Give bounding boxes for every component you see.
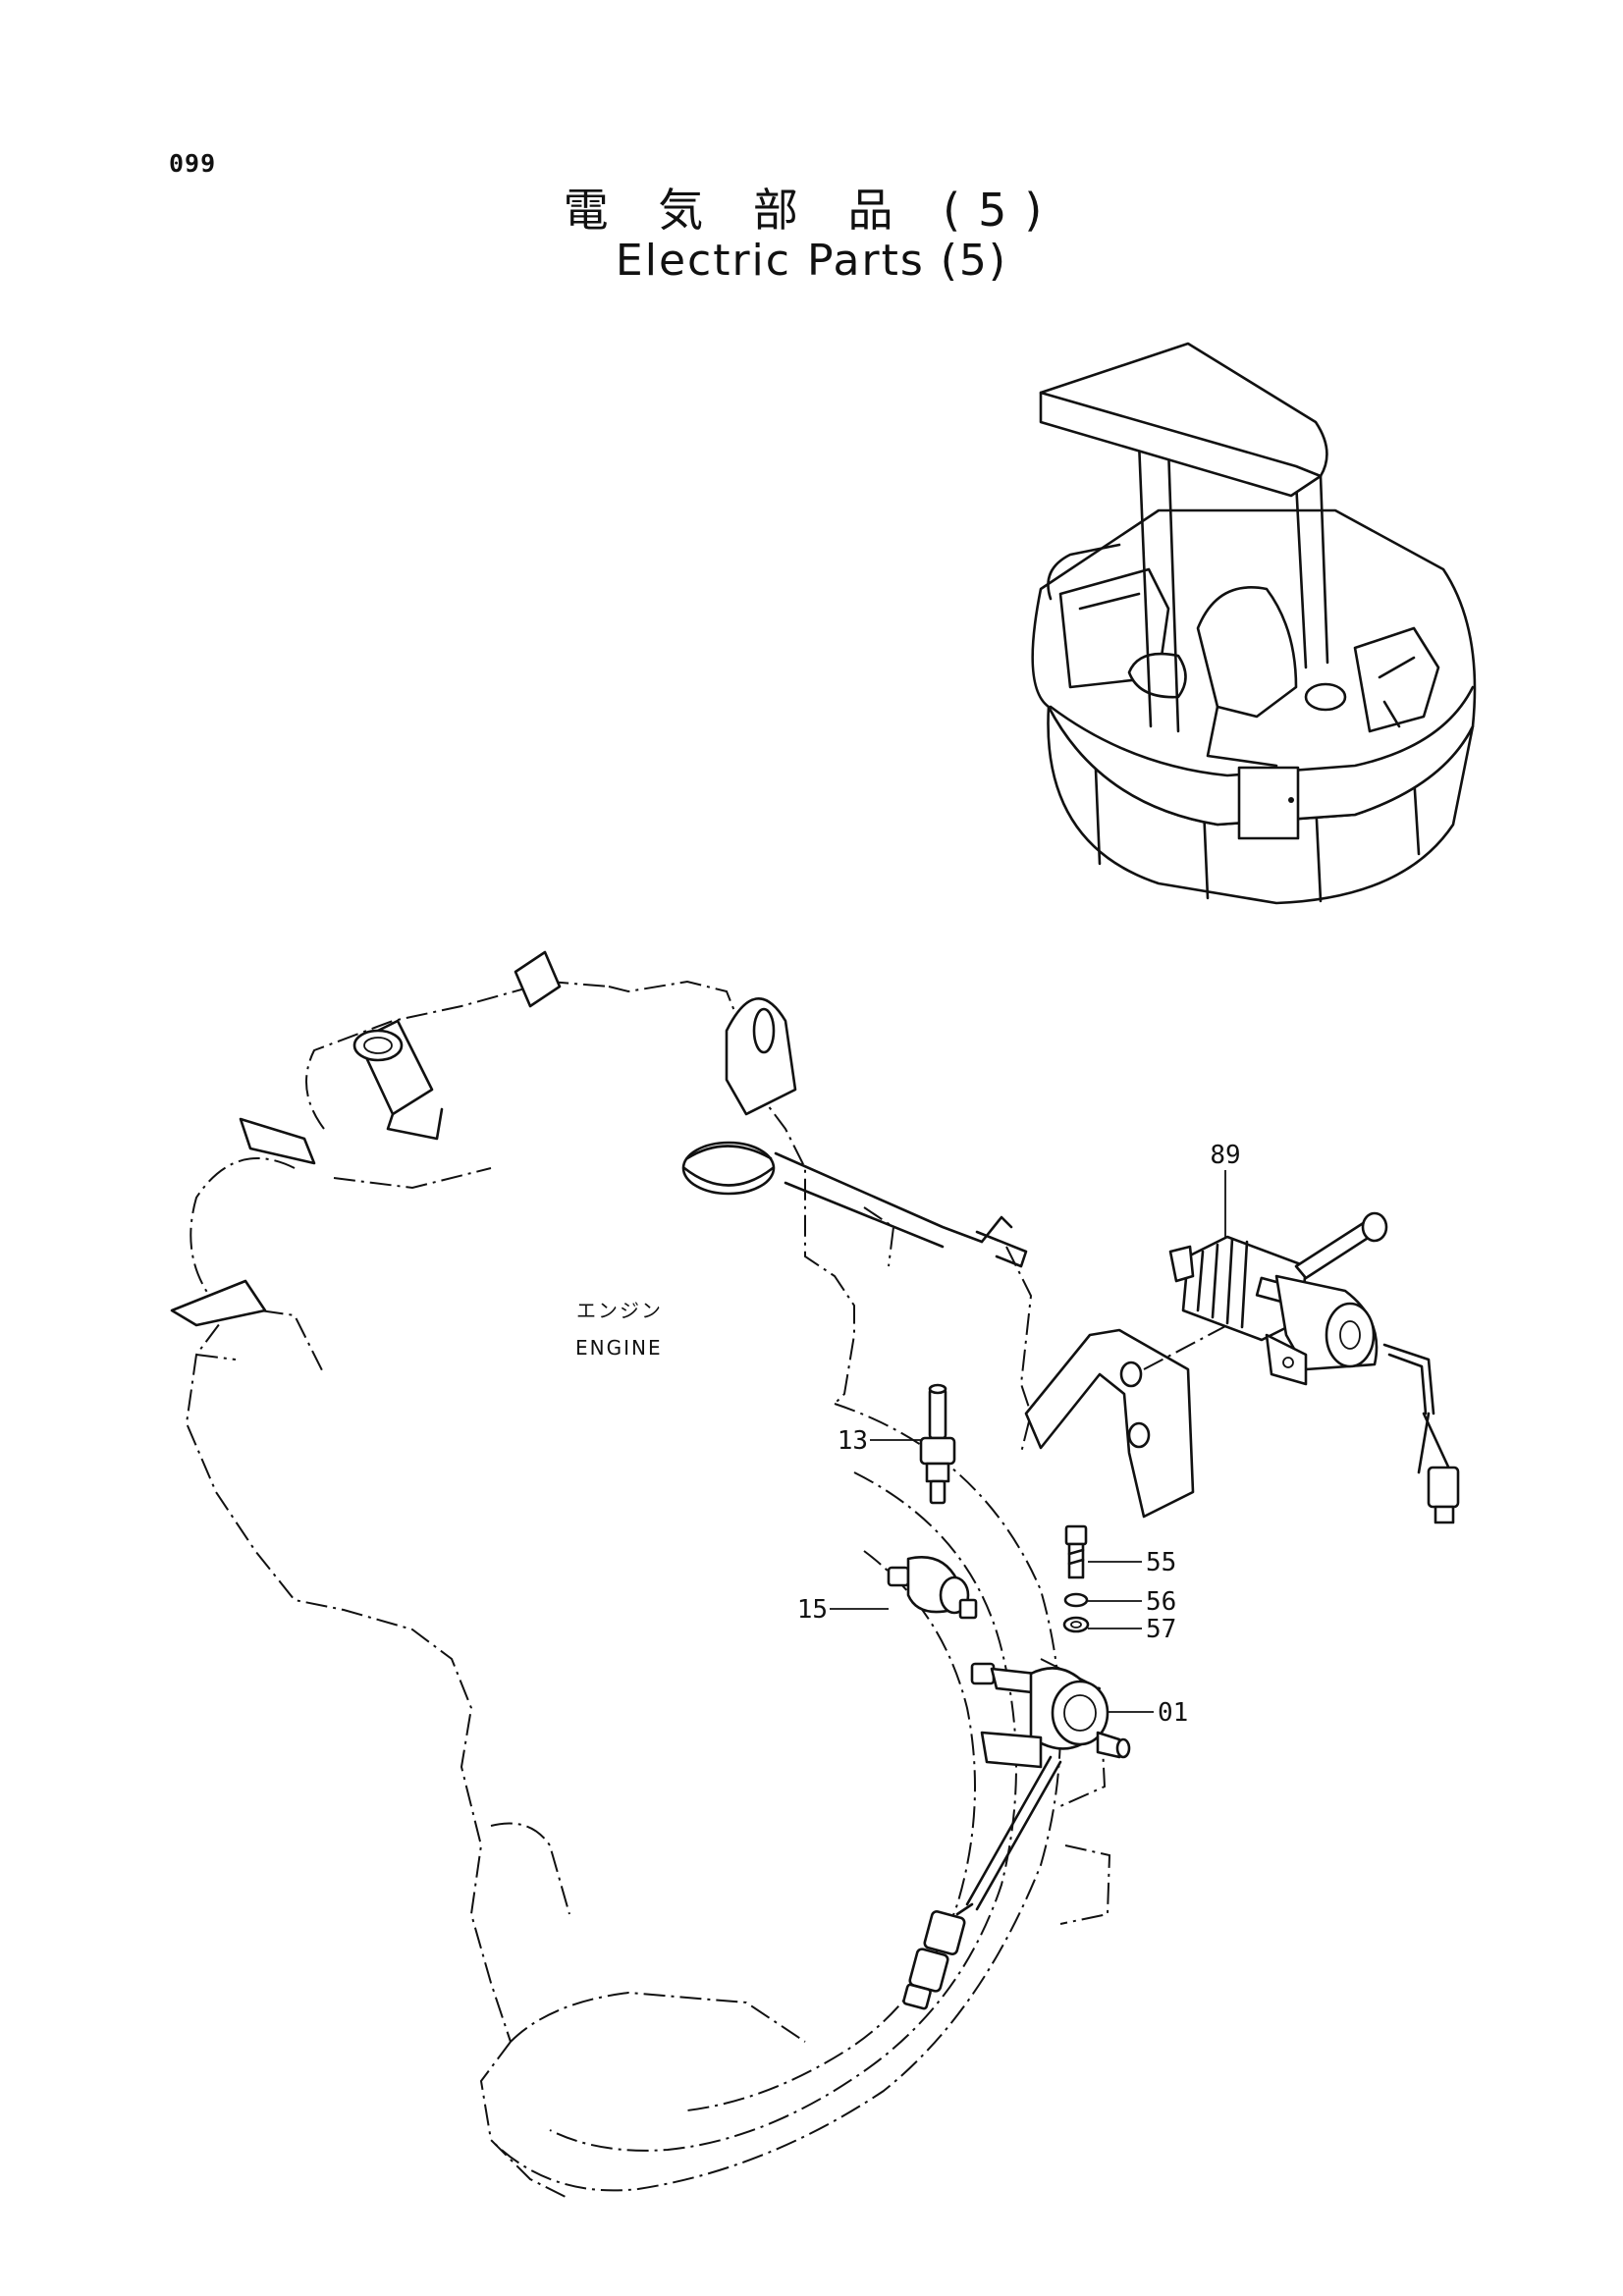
engine-label-japanese: エンジン [576, 1299, 663, 1322]
machine-overview-illustration [1031, 342, 1477, 905]
callout-15: 15 [797, 1595, 828, 1625]
page-title-japanese: 電 気 部 品 (5) [563, 184, 1060, 237]
callout-56: 56 [1146, 1587, 1176, 1617]
page-number: 099 [169, 149, 217, 178]
callout-89: 89 [1210, 1141, 1240, 1170]
sensor-part-13 [919, 1383, 956, 1505]
solenoid-part-89 [1168, 1211, 1460, 1524]
engine-outline [170, 950, 1111, 2200]
fuel-pump-part-01 [902, 1662, 1131, 2010]
callout-55: 55 [1146, 1548, 1176, 1577]
page-title-english: Electric Parts (5) [615, 236, 1008, 286]
mounting-bracket [1024, 1324, 1228, 1519]
engine-label-english: ENGINE [575, 1336, 663, 1360]
callout-13: 13 [838, 1426, 868, 1456]
pressure-switch-part-15 [887, 1556, 978, 1620]
callout-leaders [830, 1170, 1226, 1713]
callout-numbers: 89 13 15 55 56 57 01 [797, 1141, 1241, 1728]
callout-57: 57 [1146, 1615, 1176, 1644]
bolt-and-washers-55-56-57 [1062, 1524, 1090, 1633]
callout-01: 01 [1158, 1698, 1188, 1728]
